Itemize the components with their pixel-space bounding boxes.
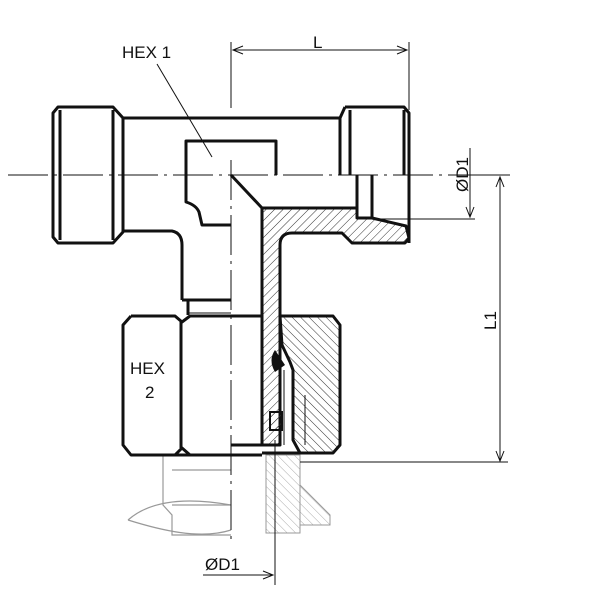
tee-body xyxy=(123,116,340,300)
right-thread-nut xyxy=(338,105,411,243)
left-thread-nut xyxy=(51,105,125,245)
hex2-label-line2: 2 xyxy=(145,383,154,402)
dimension-d1-bottom-label: ØD1 xyxy=(205,555,240,574)
dimension-d1-right: ØD1 xyxy=(372,148,475,220)
hex2-label-line1: HEX xyxy=(130,359,165,378)
hex1-leader xyxy=(156,63,213,158)
hex2-nut-section xyxy=(278,314,342,455)
dimension-d1-right-label: ØD1 xyxy=(453,157,472,192)
dimension-l: L xyxy=(230,33,410,110)
ghost-pipe xyxy=(127,454,331,536)
hex2-nut xyxy=(121,314,342,457)
dimension-d1-bottom: ØD1 xyxy=(203,440,276,585)
dimension-l1: L1 xyxy=(300,174,508,463)
hex1-label: HEX 1 xyxy=(122,43,171,62)
dimension-l1-label: L1 xyxy=(481,311,500,330)
neck xyxy=(182,298,231,315)
dimension-l-label: L xyxy=(313,33,322,52)
